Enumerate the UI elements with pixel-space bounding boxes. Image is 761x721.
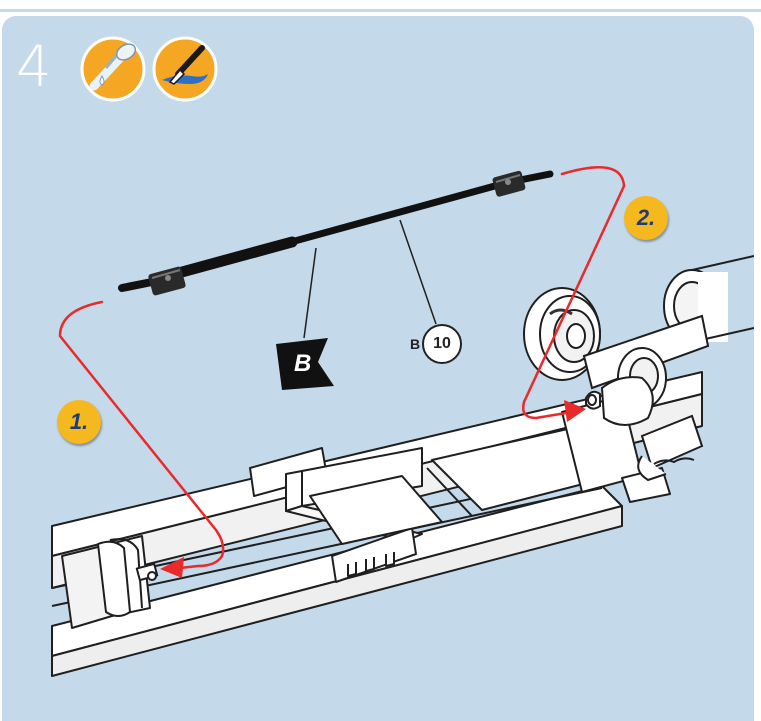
chassis-frame <box>51 371 703 677</box>
substep-label-1: 1. <box>69 409 89 434</box>
paint-brush-icon <box>152 36 218 102</box>
instruction-panel: 4 <box>2 16 754 721</box>
leader-lines <box>303 219 437 339</box>
top-border <box>0 0 761 12</box>
drive-shaft-part-10 <box>118 170 554 296</box>
substep-badge-1: 1. <box>57 400 101 444</box>
arrow-head-1 <box>160 557 184 578</box>
assembly-scene <box>51 166 754 677</box>
insert-arrows <box>58 166 626 570</box>
rear-axle-assembly <box>523 255 754 482</box>
step-number: 4 <box>16 35 52 100</box>
glue-drop-icon <box>80 36 146 102</box>
bag-flag-label: B <box>294 350 312 377</box>
part-number-circle: 10 <box>422 324 462 364</box>
arrow-head-2 <box>564 400 586 422</box>
part-number: 10 <box>433 335 451 352</box>
bag-flag <box>276 338 334 390</box>
part-bag-letter: B <box>410 336 421 352</box>
substep-badge-2: 2. <box>624 196 668 240</box>
substep-label-2: 2. <box>636 205 656 230</box>
